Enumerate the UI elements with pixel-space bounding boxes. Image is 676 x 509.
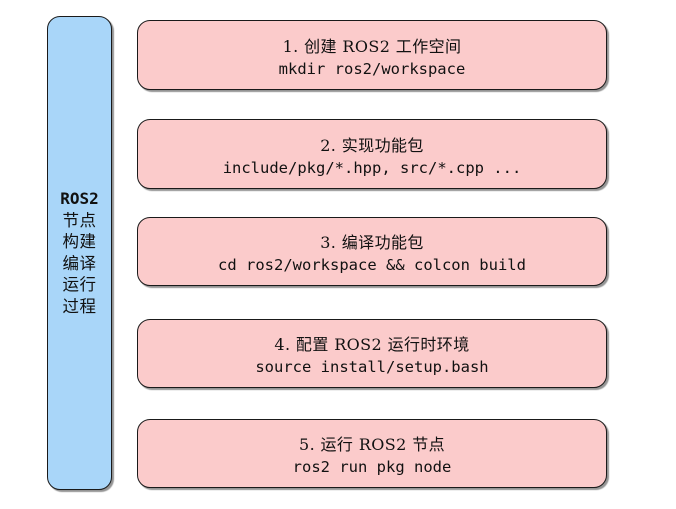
- step-2-title: 2. 实现功能包: [320, 135, 424, 155]
- step-box-1: 1. 创建 ROS2 工作空间 mkdir ros2/workspace: [137, 20, 607, 90]
- sidebar-line-construct: 构建: [62, 232, 97, 252]
- sidebar-process-label: ROS2 节点 构建 编译 运行 过程: [47, 16, 112, 490]
- step-box-3: 3. 编译功能包 cd ros2/workspace && colcon bui…: [137, 217, 607, 286]
- sidebar-label-text: ROS2 节点 构建 编译 运行 过程: [60, 189, 99, 317]
- step-1-title: 1. 创建 ROS2 工作空间: [282, 36, 462, 56]
- sidebar-line-process: 过程: [62, 296, 97, 316]
- sidebar-line-node: 节点: [62, 210, 97, 230]
- sidebar-line-ros2: ROS2: [60, 189, 99, 208]
- step-3-title: 3. 编译功能包: [320, 233, 424, 252]
- step-box-2: 2. 实现功能包 include/pkg/*.hpp, src/*.cpp ..…: [137, 119, 607, 189]
- step-box-4: 4. 配置 ROS2 运行时环境 source install/setup.ba…: [137, 319, 607, 388]
- step-2-command: include/pkg/*.hpp, src/*.cpp ...: [222, 158, 522, 177]
- sidebar-line-run: 运行: [62, 275, 97, 295]
- step-1-command: mkdir ros2/workspace: [278, 59, 466, 78]
- step-5-command: ros2 run pkg node: [292, 458, 452, 476]
- step-4-command: source install/setup.bash: [255, 358, 489, 376]
- sidebar-line-compile: 编译: [62, 253, 97, 273]
- step-box-5: 5. 运行 ROS2 节点 ros2 run pkg node: [137, 419, 607, 488]
- step-3-command: cd ros2/workspace && colcon build: [218, 256, 526, 274]
- step-5-title: 5. 运行 ROS2 节点: [298, 435, 446, 454]
- step-4-title: 4. 配置 ROS2 运行时环境: [274, 335, 470, 354]
